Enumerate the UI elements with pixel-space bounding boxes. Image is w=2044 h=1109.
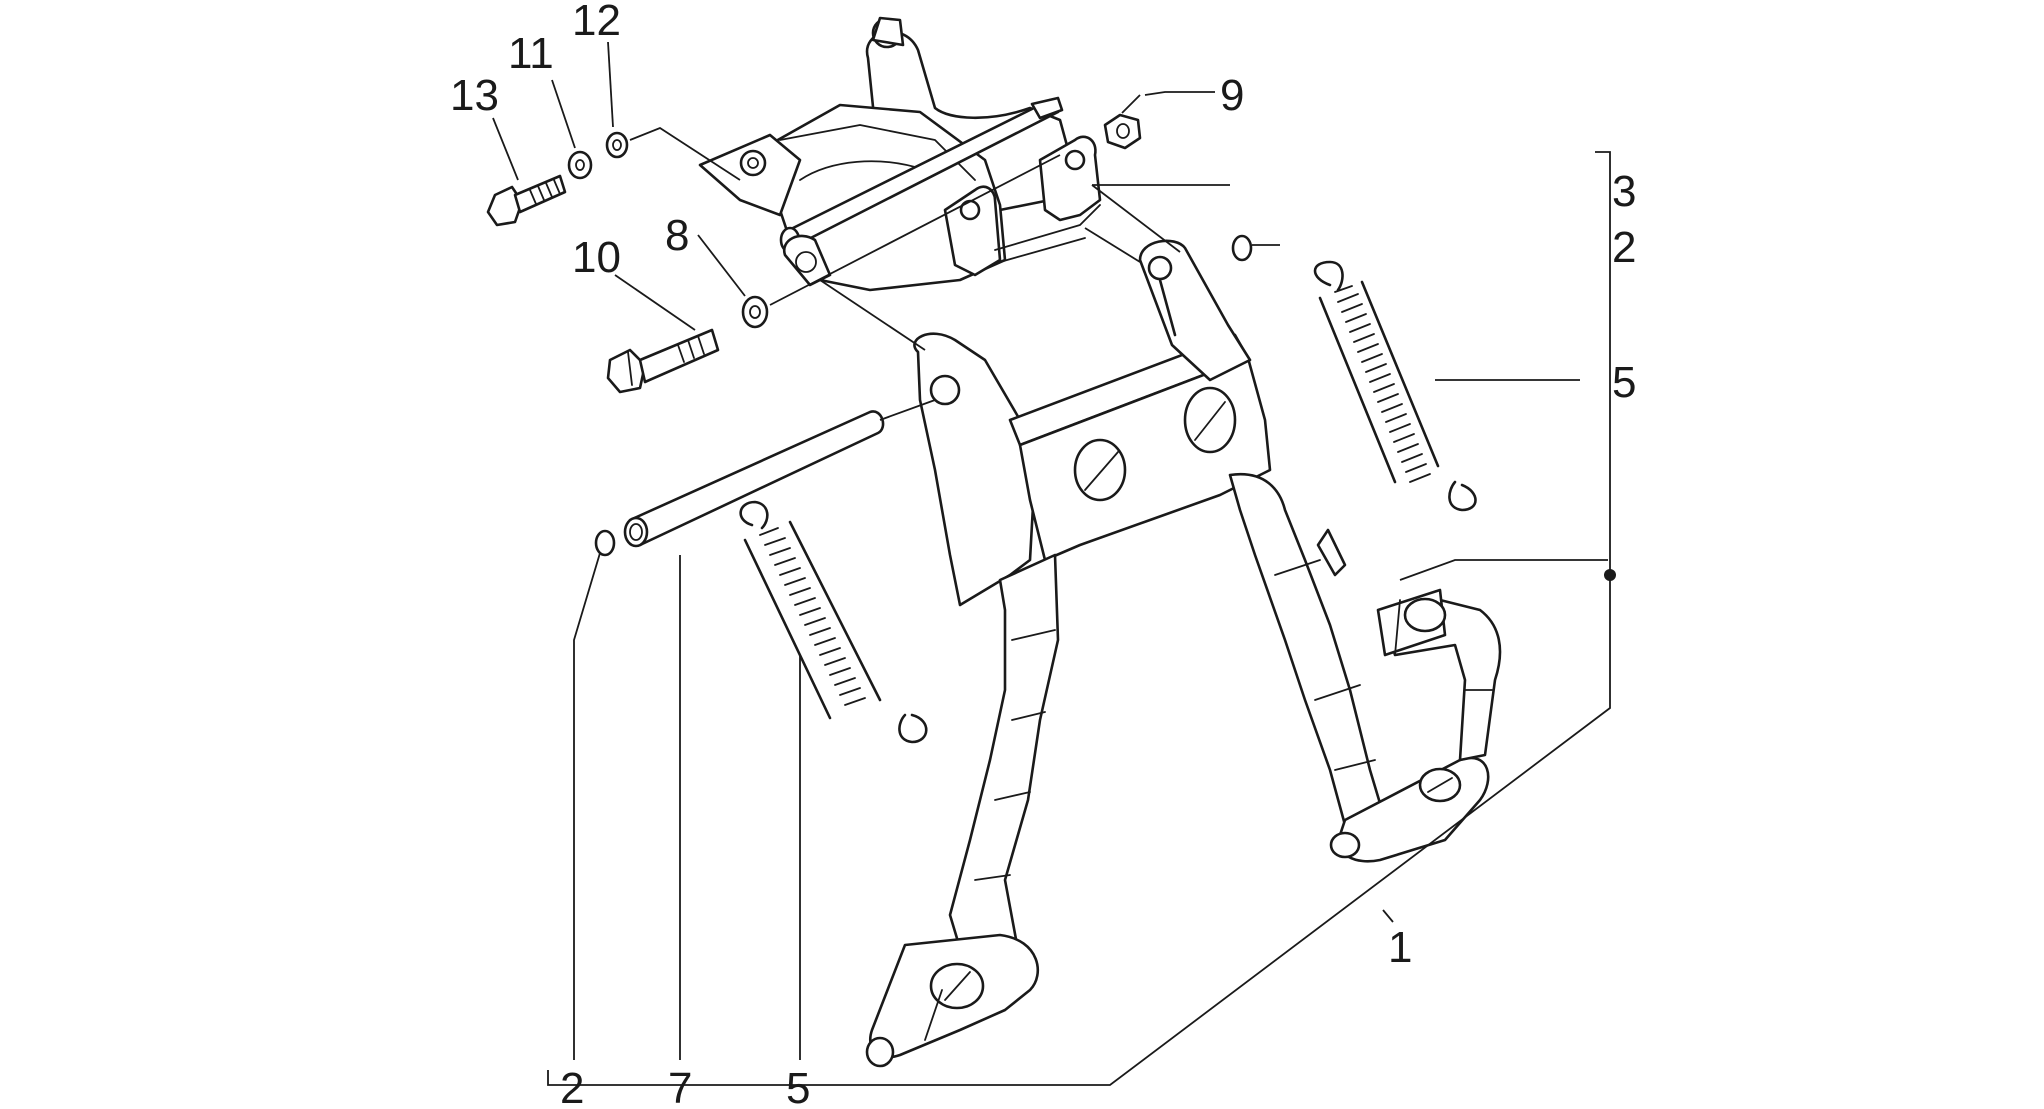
leader-lines: [492, 41, 1616, 1086]
callout-9: 9: [1220, 71, 1244, 120]
callout-2-bottom: 2: [560, 1064, 584, 1109]
pivot-pin: [623, 410, 885, 548]
mounting-bracket: [698, 16, 1102, 292]
spring-right: [1313, 260, 1477, 512]
washer-12: [605, 131, 629, 159]
callout-3: 3: [1612, 167, 1636, 216]
callout-8: 8: [665, 211, 689, 260]
callout-12: 12: [572, 0, 621, 45]
bolt-13: [486, 174, 567, 227]
center-stand: [865, 239, 1502, 1068]
bolt-10: [606, 328, 720, 394]
callout-1: 1: [1388, 923, 1412, 972]
callout-13: 13: [450, 71, 499, 120]
callout-2-right: 2: [1612, 223, 1636, 272]
circlip-right: [1231, 234, 1253, 262]
nut-9: [1103, 113, 1142, 150]
spring-bottom: [739, 500, 928, 744]
group-dot: [1604, 569, 1616, 581]
callout-5-right: 5: [1612, 358, 1636, 407]
callout-7: 7: [668, 1064, 692, 1109]
callout-11: 11: [508, 29, 554, 78]
washer-11: [567, 150, 593, 180]
callout-5-bottom: 5: [786, 1064, 810, 1109]
circlip-bottom: [594, 529, 616, 557]
callout-10: 10: [572, 233, 621, 282]
washer-8: [741, 295, 769, 329]
